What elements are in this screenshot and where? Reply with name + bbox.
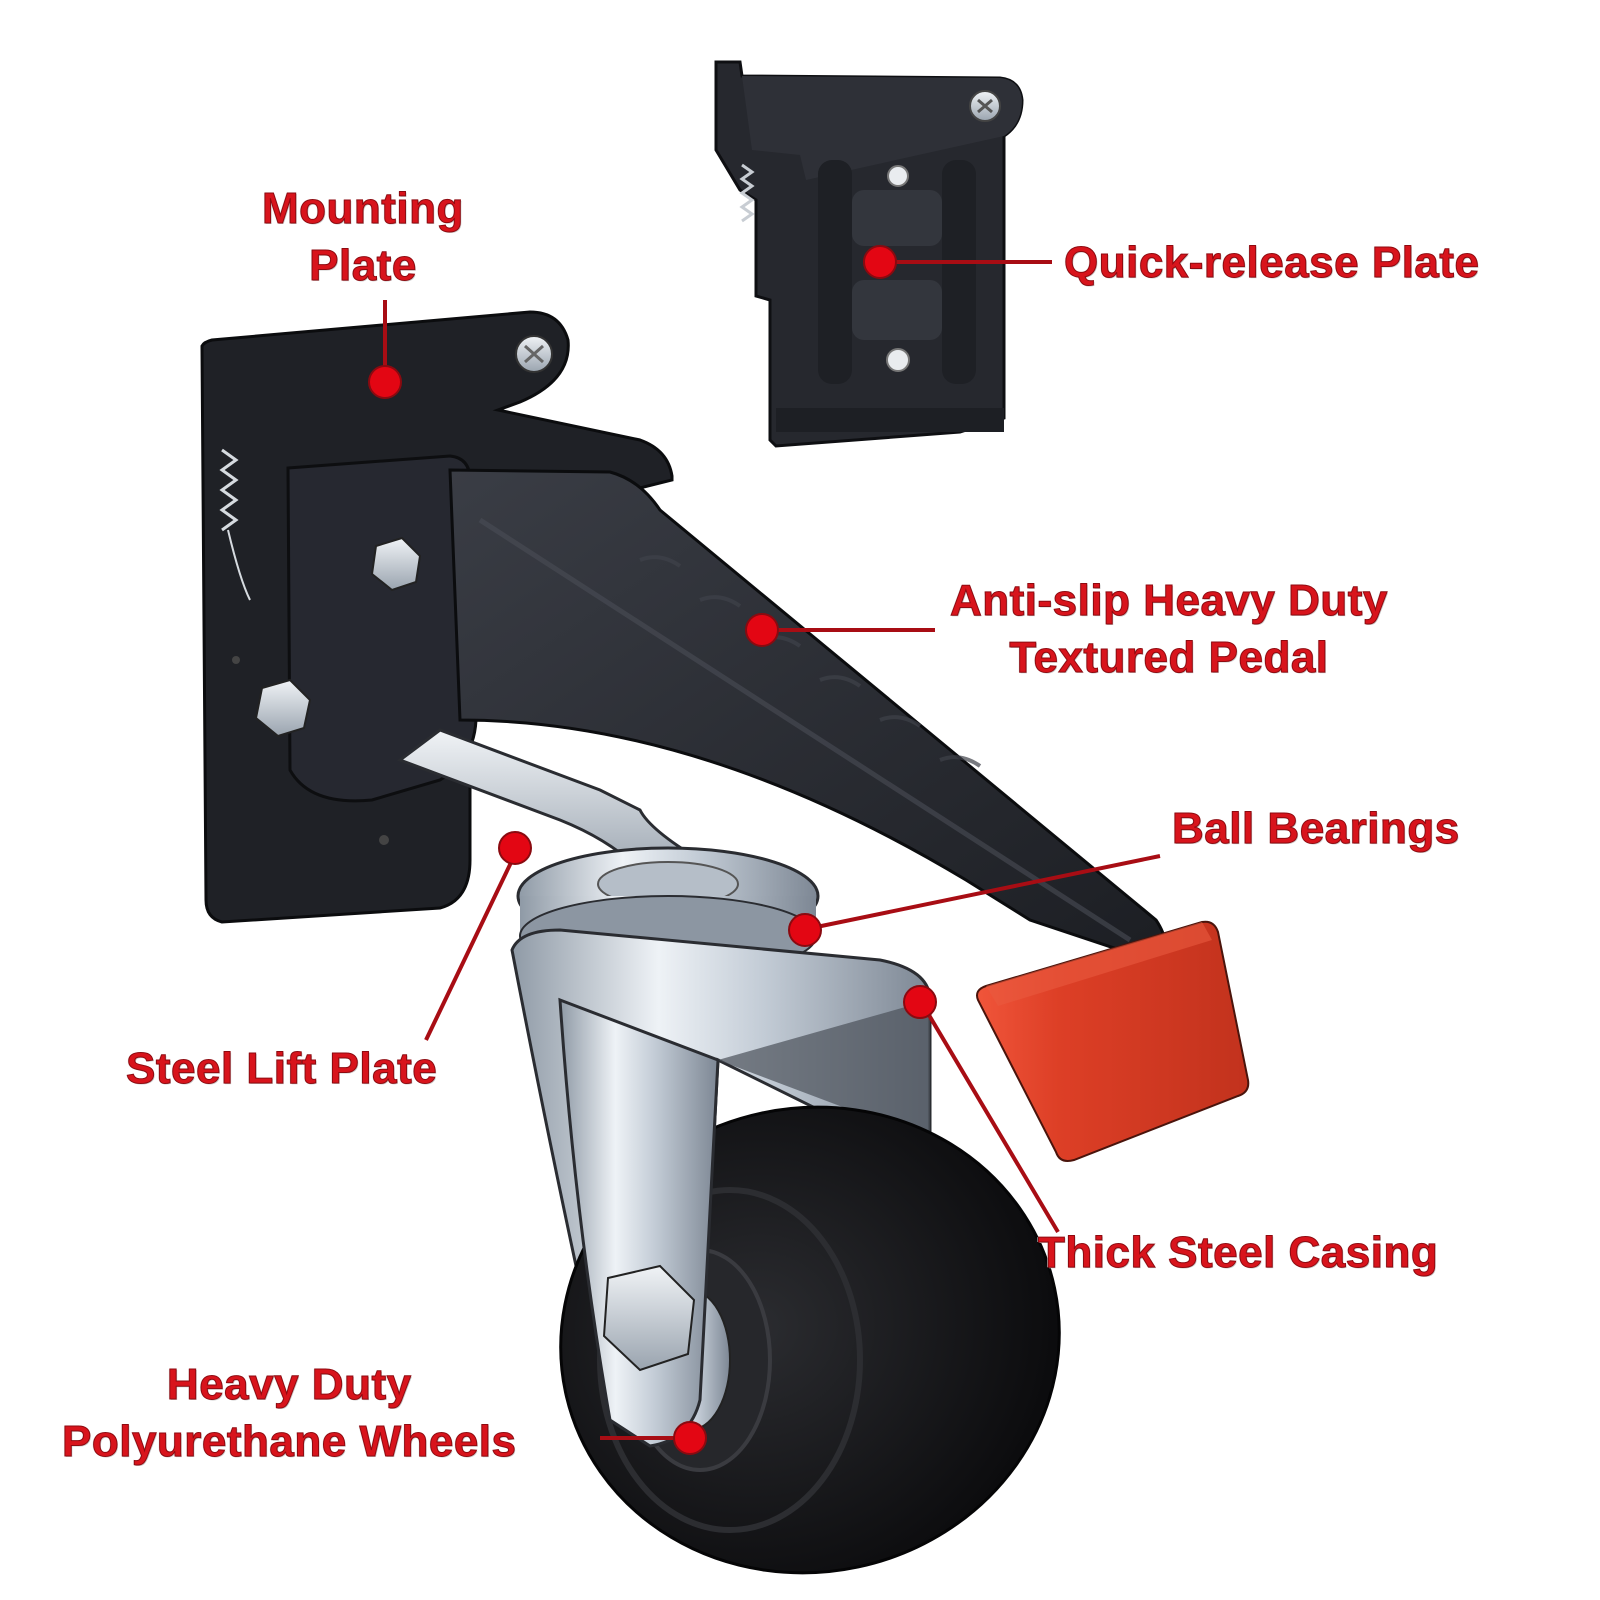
pedal-icon [254, 454, 1167, 962]
label-ball-bearings: Ball Bearings [1172, 803, 1460, 853]
callout-line-thick-steel-casing [918, 998, 1060, 1234]
label-quick-release-plate: Quick-release Plate [1064, 237, 1480, 287]
callout-dot-steel-lift-plate [498, 831, 532, 865]
label-thick-steel-casing: Thick Steel Casing [1037, 1227, 1439, 1277]
callout-dot-quick-release-plate [863, 245, 897, 279]
quick-release-plate-icon [714, 60, 1024, 448]
label-polyurethane-wheels: Heavy Duty Polyurethane Wheels [62, 1359, 517, 1467]
label-mounting-plate: Mounting Plate [262, 183, 464, 291]
callout-dot-mounting-plate [368, 365, 402, 399]
callout-line-steel-lift-plate [424, 849, 519, 1041]
callout-dots [368, 245, 937, 1455]
callout-dot-thick-steel-casing [903, 985, 937, 1019]
label-anti-slip-pedal: Anti-slip Heavy Duty Textured Pedal [950, 575, 1388, 683]
label-steel-lift-plate: Steel Lift Plate [125, 1043, 438, 1093]
callout-dot-anti-slip-pedal [745, 613, 779, 647]
pedal-cap-icon [976, 920, 1250, 1162]
callout-dot-ball-bearings [788, 913, 822, 947]
wheel-icon [558, 997, 1061, 1575]
callout-dot-polyurethane-wheels [673, 1421, 707, 1455]
callout-lines [383, 260, 1161, 1440]
callout-line-ball-bearings [801, 854, 1161, 932]
